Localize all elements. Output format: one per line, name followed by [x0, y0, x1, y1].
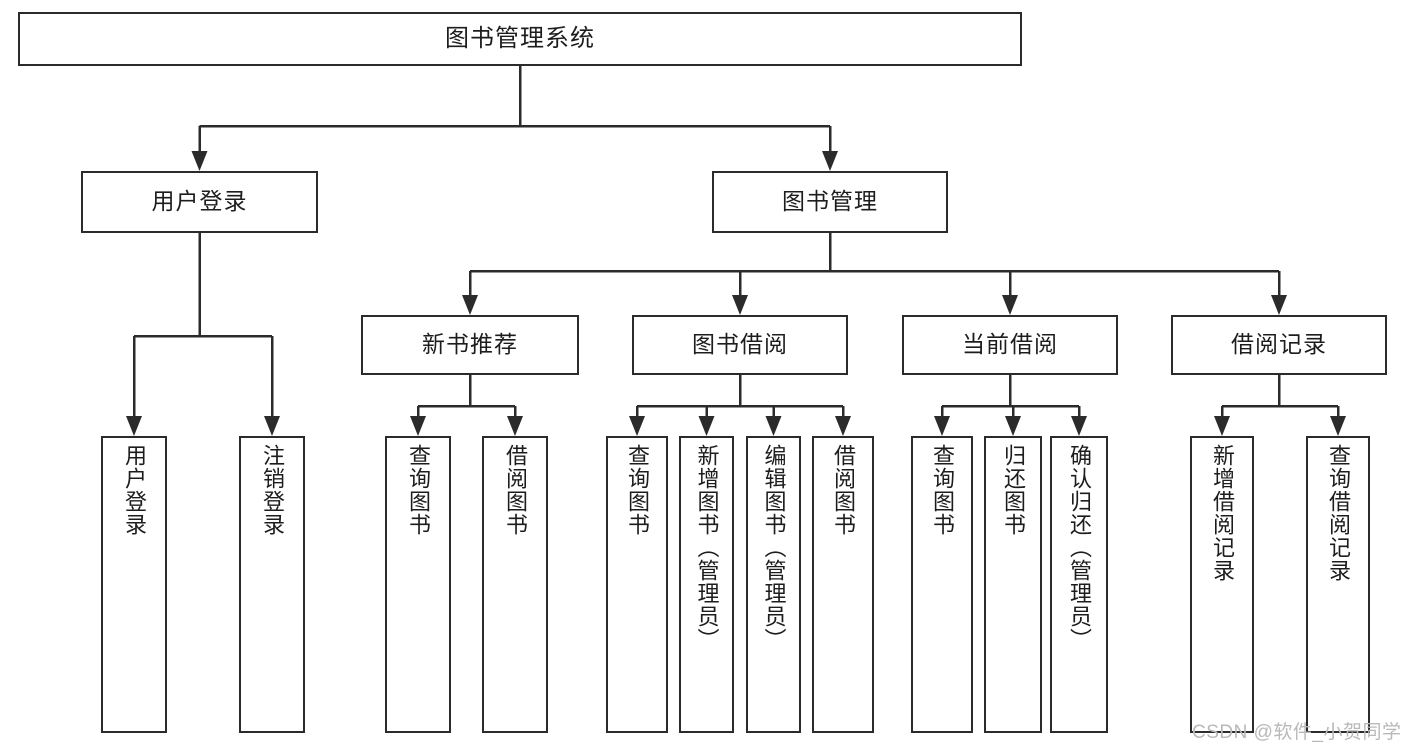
arrow-head — [410, 416, 426, 436]
node-label: 借阅记录 — [1231, 331, 1327, 358]
node-user-login: 用户登录 — [81, 171, 318, 233]
node-label: 新增图书（管理员） — [694, 444, 720, 651]
node-label: 归还图书 — [1000, 444, 1026, 536]
arrow-head — [934, 416, 950, 436]
node-leaf-edit-book: 编辑图书（管理员） — [746, 436, 801, 733]
node-leaf-logout: 注销登录 — [239, 436, 305, 733]
node-label: 查询图书 — [929, 444, 955, 536]
node-leaf-borrow-1: 借阅图书 — [482, 436, 548, 733]
arrow-head — [126, 416, 142, 436]
node-borrow-record: 借阅记录 — [1171, 315, 1387, 375]
node-leaf-add-rec: 新增借阅记录 — [1190, 436, 1254, 733]
node-leaf-add-book: 新增图书（管理员） — [679, 436, 734, 733]
arrow-head — [698, 416, 715, 436]
arrow-head — [732, 295, 748, 315]
node-label: 当前借阅 — [962, 331, 1058, 358]
arrow-head — [1214, 416, 1230, 436]
node-leaf-return: 归还图书 — [984, 436, 1042, 733]
node-label: 图书借阅 — [692, 331, 788, 358]
node-book-borrow: 图书借阅 — [632, 315, 848, 375]
node-new-book-rec: 新书推荐 — [361, 315, 579, 375]
node-label: 确认归还（管理员） — [1066, 444, 1092, 651]
node-label: 借阅图书 — [830, 444, 856, 536]
node-label: 图书管理系统 — [445, 24, 595, 52]
node-root: 图书管理系统 — [18, 12, 1022, 66]
arrow-head — [1005, 416, 1021, 436]
arrow-head — [507, 416, 523, 436]
node-label: 编辑图书（管理员） — [761, 444, 787, 651]
node-label: 用户登录 — [151, 188, 248, 215]
arrow-head — [629, 416, 645, 436]
node-label: 借阅图书 — [502, 444, 528, 536]
arrow-head — [1002, 295, 1018, 315]
node-label: 新书推荐 — [422, 331, 518, 358]
node-leaf-confirm: 确认归还（管理员） — [1050, 436, 1108, 733]
node-leaf-query-1: 查询图书 — [385, 436, 451, 733]
node-leaf-query-2: 查询图书 — [606, 436, 668, 733]
node-label: 查询图书 — [624, 444, 650, 536]
node-leaf-query-rec: 查询借阅记录 — [1306, 436, 1370, 733]
arrow-head — [835, 416, 851, 436]
arrow-head — [264, 416, 280, 436]
node-book-manage: 图书管理 — [712, 171, 948, 233]
node-leaf-query-3: 查询图书 — [911, 436, 973, 733]
node-current-borrow: 当前借阅 — [902, 315, 1118, 375]
node-leaf-user-login: 用户登录 — [101, 436, 167, 733]
node-label: 查询借阅记录 — [1325, 444, 1351, 582]
node-leaf-borrow-2: 借阅图书 — [812, 436, 874, 733]
node-label: 图书管理 — [782, 188, 878, 215]
node-label: 用户登录 — [121, 444, 147, 536]
arrow-head — [765, 416, 782, 436]
node-label: 新增借阅记录 — [1209, 444, 1235, 582]
arrow-head — [1071, 416, 1087, 436]
arrow-head — [1330, 416, 1346, 436]
arrow-head — [191, 151, 208, 171]
arrow-head — [822, 151, 838, 171]
node-label: 注销登录 — [259, 444, 285, 536]
arrow-head — [1271, 295, 1287, 315]
node-label: 查询图书 — [405, 444, 431, 536]
arrow-head — [462, 295, 478, 315]
